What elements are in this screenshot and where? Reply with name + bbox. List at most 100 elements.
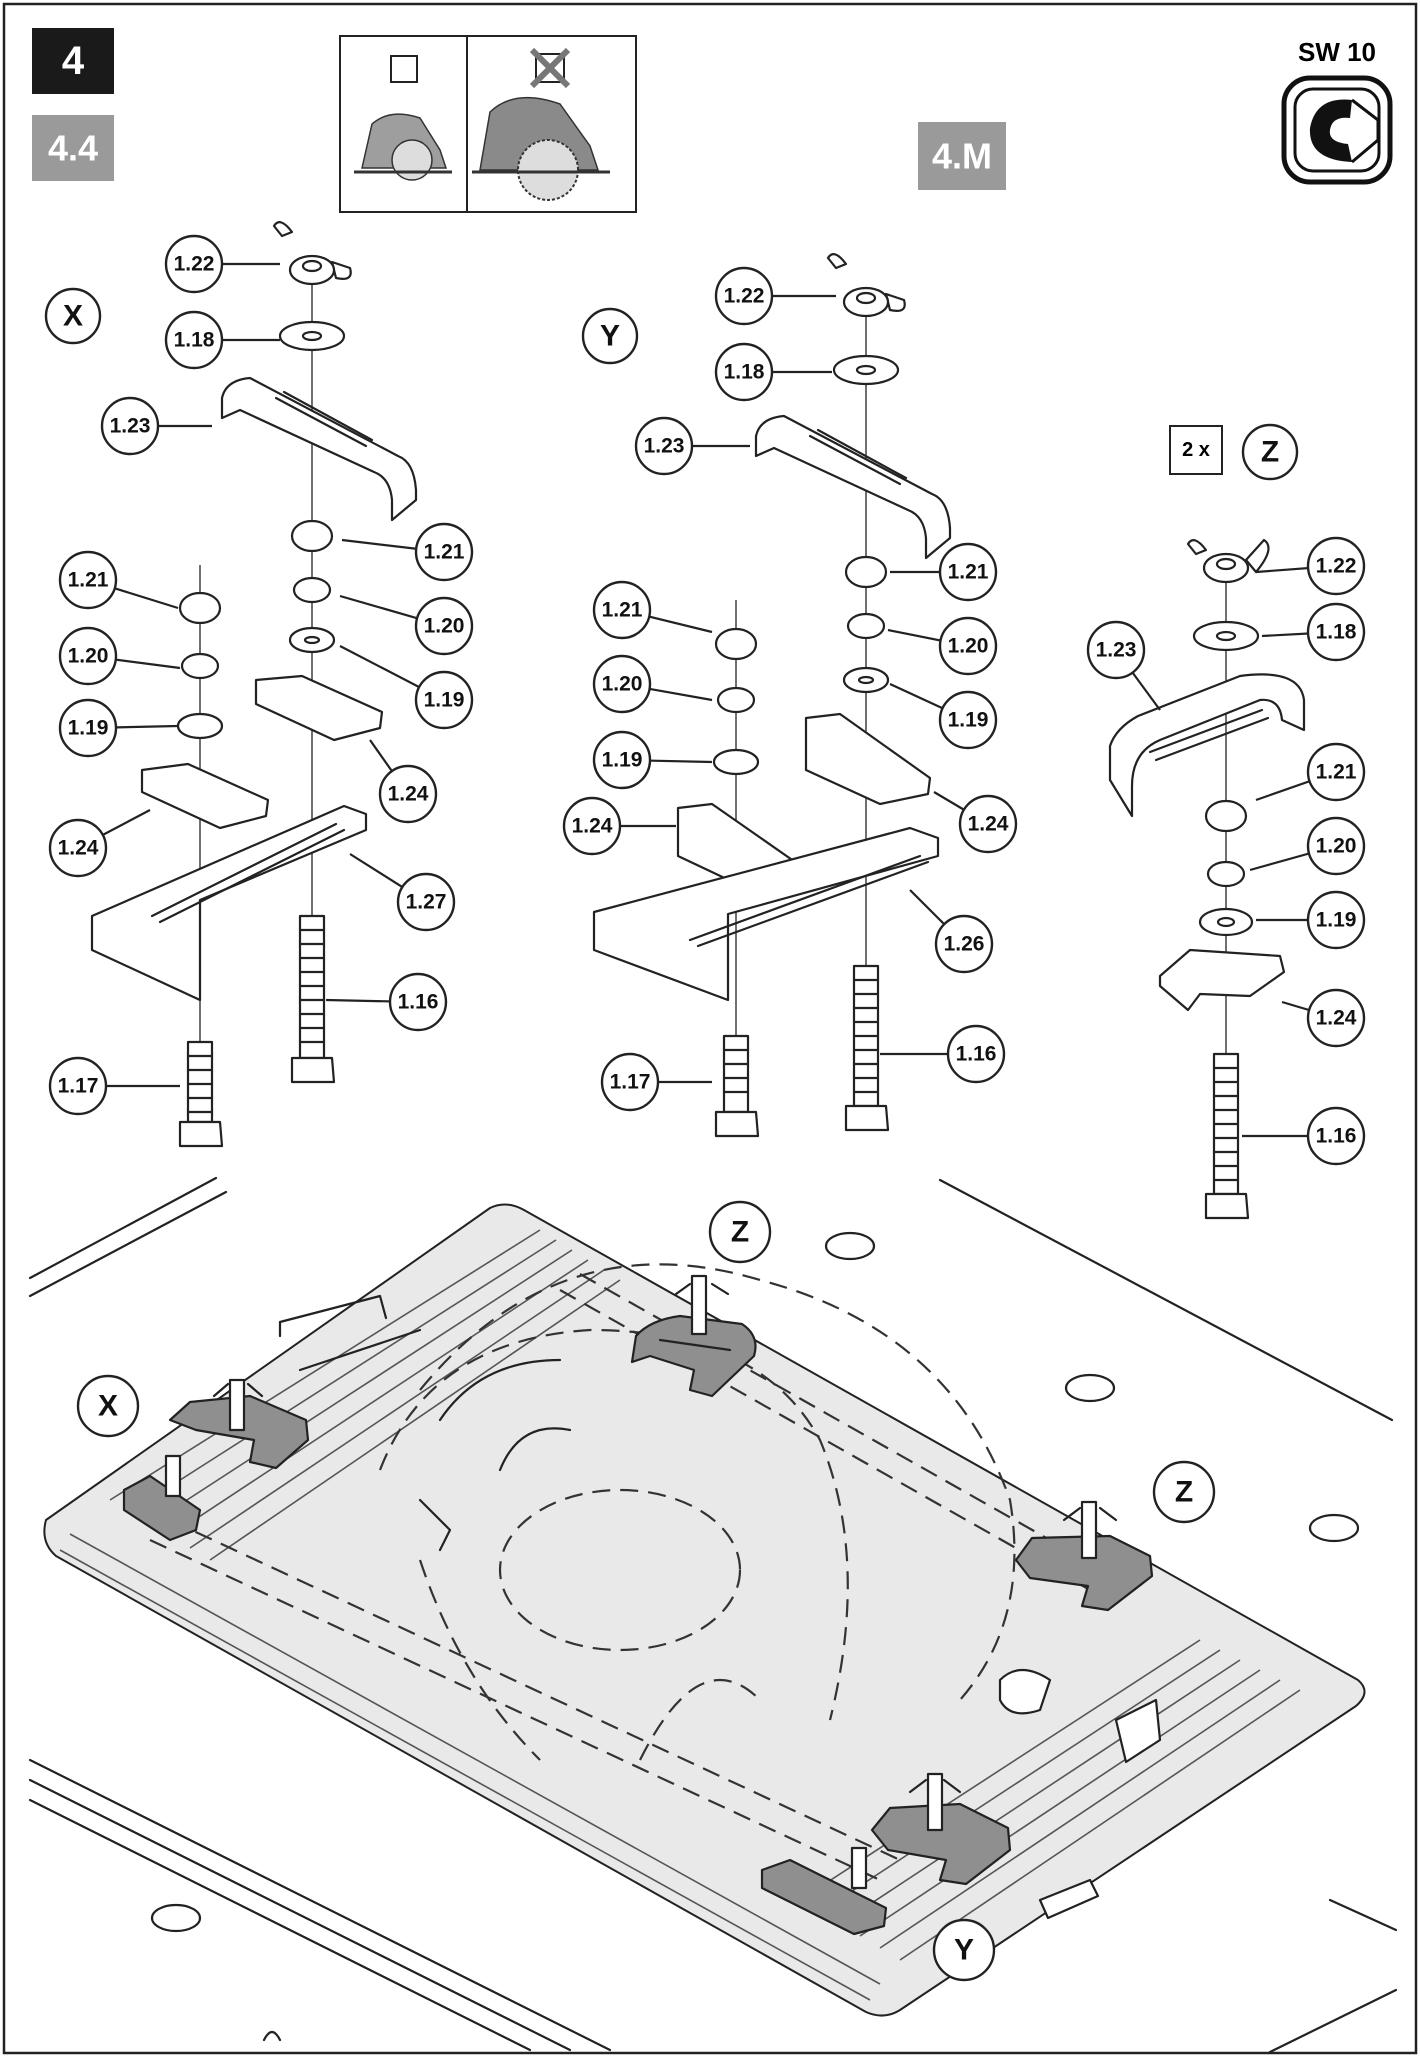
callout-circle — [1086, 620, 1146, 680]
part-number-z: 1.21 — [1316, 761, 1357, 784]
part-number-y: 1.22 — [724, 285, 765, 308]
part-number-y: 1.16 — [956, 1043, 997, 1066]
assembled-clamp-z-right — [1014, 1500, 1154, 1612]
washer — [176, 712, 224, 740]
checkbox-crossed-icon — [529, 47, 571, 89]
callout-circle — [164, 310, 224, 370]
part-number-x: 1.18 — [174, 329, 215, 352]
callout-circle — [946, 1024, 1006, 1084]
saw-selection-box — [339, 35, 637, 213]
spring-washer — [1206, 860, 1246, 888]
assembly-callout-z-right: Z — [1175, 1476, 1193, 1509]
quantity-box — [1169, 425, 1223, 475]
bracket — [754, 414, 952, 560]
part-number-x: 1.24 — [58, 837, 99, 860]
spring-washer — [180, 652, 220, 680]
wing-nut — [1186, 538, 1270, 584]
wrench-icon — [1281, 75, 1393, 185]
callout-circle — [562, 796, 622, 856]
part-number-y: 1.21 — [948, 561, 989, 584]
callout-circle — [1306, 816, 1366, 876]
assembled-clamp-x — [122, 1378, 310, 1542]
group-x: X — [44, 221, 418, 1148]
part-number-x: 1.20 — [68, 645, 109, 668]
bracket — [1108, 673, 1306, 818]
part-callouts: 1.221.181.231.211.201.191.241.271.161.21… — [48, 234, 1366, 1166]
bolt — [178, 1040, 224, 1148]
callout-circle — [1306, 742, 1366, 802]
spring-washer — [292, 576, 332, 604]
clamp-plate — [140, 762, 270, 830]
quantity-label: 2 x — [1182, 439, 1210, 461]
sub-step-badge: 4.4 — [32, 115, 114, 181]
part-number-x: 1.16 — [398, 991, 439, 1014]
saw-outline — [419, 1263, 1016, 1701]
part-number-x: 1.17 — [58, 1075, 99, 1098]
callout-circle — [938, 616, 998, 676]
step-number: 4 — [62, 39, 85, 83]
part-number-y: 1.20 — [948, 635, 989, 658]
callout-circle — [714, 266, 774, 326]
hex-nut — [290, 519, 334, 553]
callout-circle — [1306, 890, 1366, 950]
part-number-x: 1.20 — [424, 615, 465, 638]
hex-nut — [714, 627, 758, 661]
bolt — [1204, 1052, 1250, 1220]
callout-circle — [396, 872, 456, 932]
part-number-y: 1.20 — [602, 673, 643, 696]
callout-circle — [164, 234, 224, 294]
callout-circle — [414, 522, 474, 582]
part-number-x: 1.19 — [424, 689, 465, 712]
part-number-y: 1.17 — [610, 1071, 651, 1094]
callout-circle — [600, 1052, 660, 1112]
circular-saw-large-icon — [472, 96, 610, 201]
callout-circle — [48, 818, 108, 878]
hex-nut — [844, 555, 888, 589]
callout-circle — [58, 626, 118, 686]
callout-circle — [1306, 602, 1366, 662]
assembly-callout-x: X — [98, 1390, 118, 1423]
callout-circle — [592, 654, 652, 714]
callout-circle — [1306, 988, 1366, 1048]
hex-nut — [1204, 799, 1248, 833]
part-number-x: 1.19 — [68, 717, 109, 740]
callout-circle — [938, 690, 998, 750]
washer — [712, 748, 760, 776]
callout-circle — [378, 764, 438, 824]
part-number-y: 1.23 — [644, 435, 685, 458]
callout-circle — [100, 396, 160, 456]
callout-circle — [1306, 536, 1366, 596]
callout-circle — [938, 542, 998, 602]
group-z-title: Z — [1261, 436, 1279, 469]
callout-circle — [1306, 1106, 1366, 1166]
part-number-y: 1.24 — [968, 813, 1009, 836]
circular-saw-small-icon — [354, 113, 452, 181]
bracket — [220, 376, 418, 522]
clamp-plate — [1158, 948, 1286, 1012]
tool-label: SW 10 — [1298, 37, 1376, 67]
callout-circle — [58, 698, 118, 758]
assembled-clamp-z-top — [630, 1274, 757, 1398]
callout-circle — [58, 550, 118, 610]
step-badge: 4 — [32, 28, 114, 94]
rail-profile — [592, 826, 940, 1002]
callout-circle — [634, 416, 694, 476]
part-number-z: 1.20 — [1316, 835, 1357, 858]
part-number-y: 1.26 — [944, 933, 985, 956]
part-number-x: 1.21 — [424, 541, 465, 564]
group-z-badge — [1241, 423, 1299, 481]
assembly-view: Z X Z Y — [28, 1176, 1398, 2054]
variant-label: 4.M — [932, 136, 992, 177]
part-number-y: 1.24 — [572, 815, 613, 838]
callout-circle — [592, 580, 652, 640]
clamp-plate — [804, 712, 932, 806]
base-plate — [43, 1203, 1366, 2017]
spring-washer — [846, 612, 886, 640]
part-number-x: 1.22 — [174, 253, 215, 276]
callout-circle — [48, 1056, 108, 1116]
hex-nut — [178, 591, 222, 625]
part-number-z: 1.22 — [1316, 555, 1357, 578]
part-number-y: 1.18 — [724, 361, 765, 384]
